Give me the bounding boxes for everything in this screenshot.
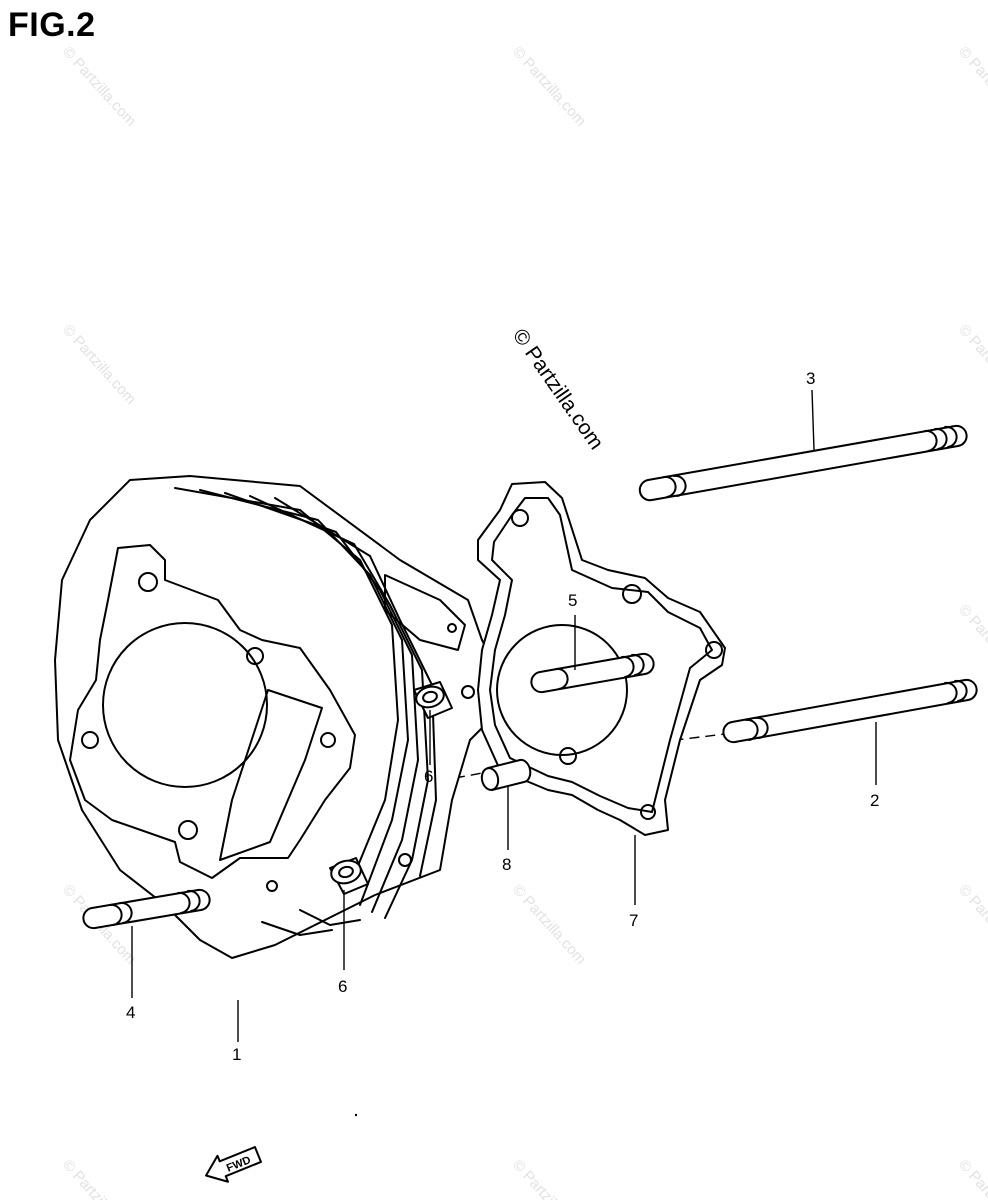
cylinder-gasket — [477, 481, 726, 836]
stud-bolt-2 — [722, 678, 978, 744]
watermark: © Partzilla.com — [955, 1156, 988, 1200]
watermark: © Partzilla.com — [509, 1156, 589, 1200]
bushing-upper — [413, 681, 453, 719]
callout-5: 5 — [568, 591, 577, 610]
stud-bolt-5 — [530, 652, 655, 694]
callout-2: 2 — [870, 791, 879, 810]
stud-bolt-4 — [82, 888, 211, 930]
dot-mark — [354, 1113, 358, 1117]
watermark: © Partzilla.com — [955, 601, 988, 687]
watermark: © Partzilla.com — [955, 881, 988, 967]
callout-1: 1 — [232, 1045, 241, 1064]
watermark: © Partzilla.com — [509, 881, 589, 967]
watermark: © Partzilla.com — [59, 1156, 139, 1200]
watermark: © Partzilla.com — [955, 321, 988, 407]
callout-6-upper: 6 — [424, 767, 433, 786]
callout-4: 4 — [126, 1003, 135, 1022]
bushing-lower — [329, 857, 369, 895]
figure-label: FIG.2 — [8, 6, 96, 44]
leader-lines — [131, 389, 877, 1042]
cylinder-block — [54, 475, 506, 959]
callout-6-lower: 6 — [338, 977, 347, 996]
watermark: © Partzilla.com — [955, 43, 988, 129]
stud-bolt-3 — [638, 424, 968, 502]
watermark: © Partzilla.com — [59, 321, 139, 407]
watermark: © Partzilla.com — [59, 43, 139, 129]
fwd-direction-arrow: FWD — [205, 1146, 262, 1183]
callout-8: 8 — [502, 855, 511, 874]
dowel-pin — [480, 758, 532, 791]
callout-7: 7 — [629, 911, 638, 930]
callout-3: 3 — [806, 369, 815, 388]
watermark: © Partzilla.com — [509, 43, 589, 129]
watermark-main: © Partzilla.com — [508, 325, 608, 454]
part-callouts: 1 2 3 4 5 6 6 7 8 — [126, 369, 879, 1064]
